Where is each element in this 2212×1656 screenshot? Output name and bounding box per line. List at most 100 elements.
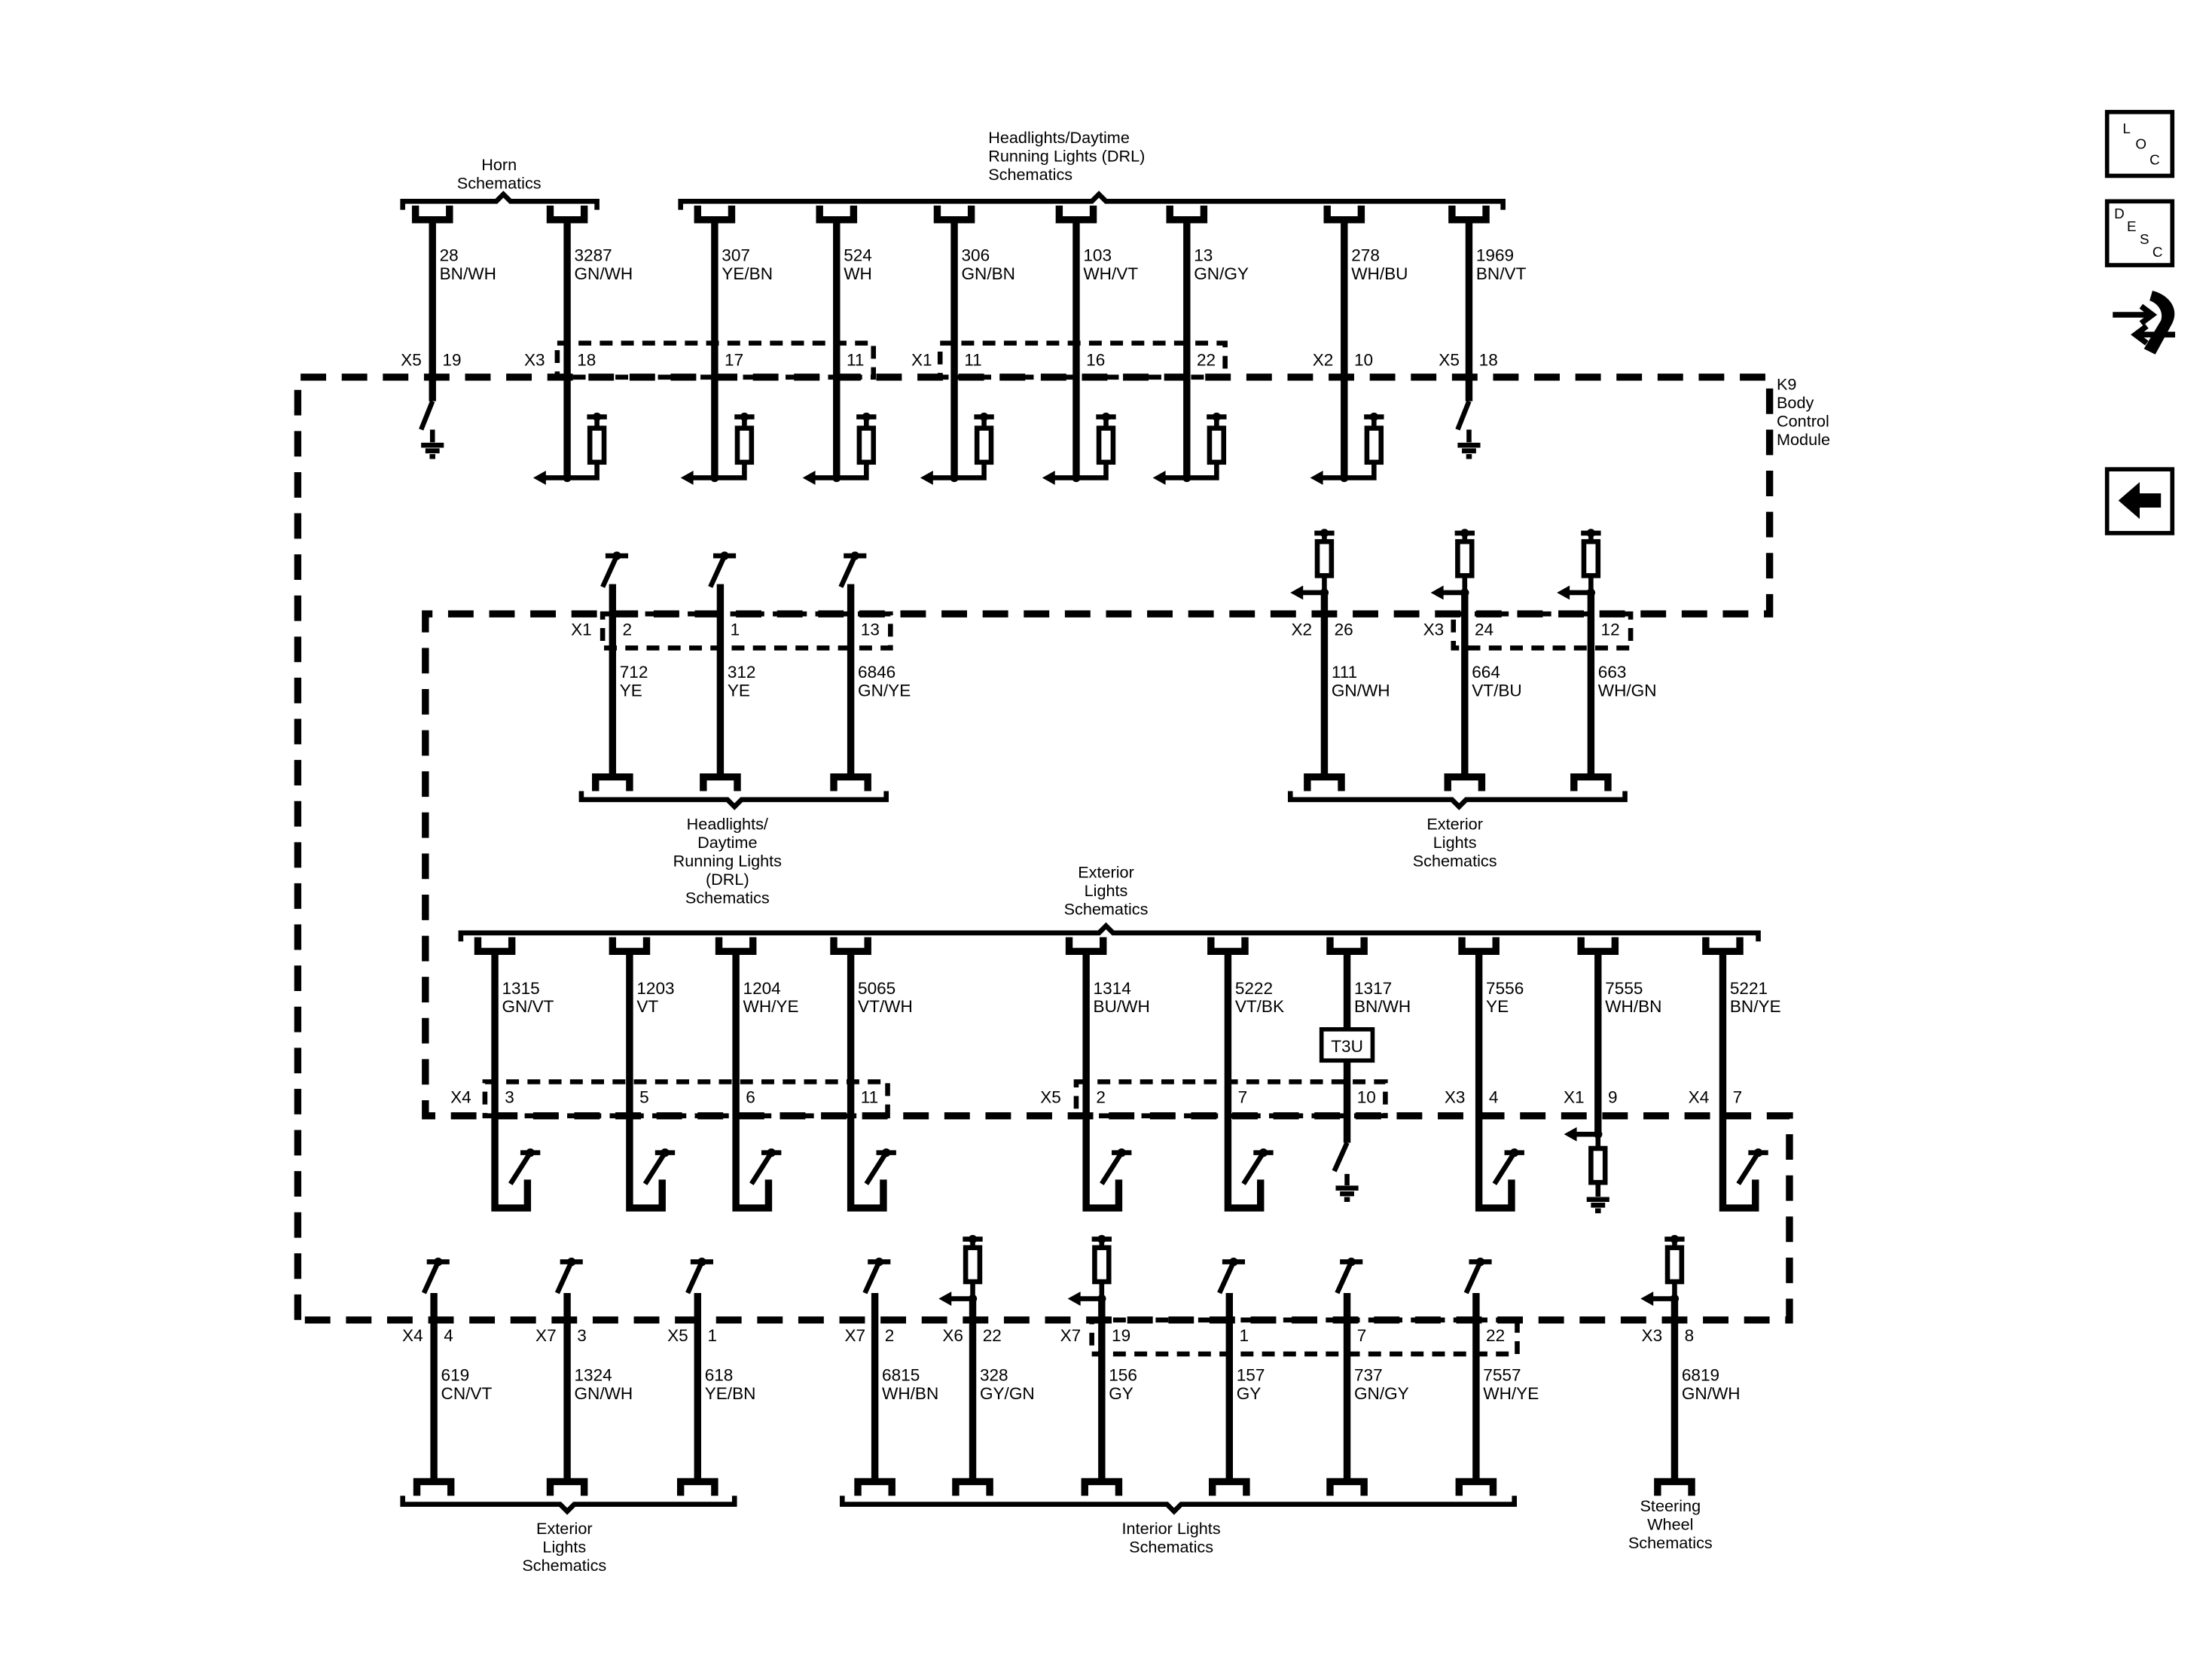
wrench-icon[interactable]: [2113, 290, 2176, 355]
group-label-exterior-row3: Exterior Lights Schematics: [1064, 862, 1149, 918]
pin-number: 3: [577, 1326, 587, 1345]
connector-id: X4: [450, 1088, 471, 1107]
circuit-number: 1324: [574, 1366, 612, 1385]
circuit-number: 712: [620, 663, 648, 682]
harness-connector-symbol: [413, 1478, 455, 1496]
svg-text:Schematics: Schematics: [522, 1556, 606, 1575]
wire-color: VT/BU: [1472, 681, 1522, 700]
brace-drl-top: [678, 191, 1506, 210]
circuit-number: 1317: [1354, 979, 1392, 998]
wire-color: YE/BN: [722, 264, 773, 283]
circuit-number: 103: [1083, 246, 1112, 264]
brace-exterior-row2: [1287, 791, 1628, 810]
circuit-number: 3287: [574, 246, 612, 264]
svg-text:C: C: [2149, 151, 2160, 167]
wire-color: BN/YE: [1730, 997, 1781, 1016]
pin-number: 2: [623, 620, 633, 639]
brace-exterior-row3: [458, 922, 1761, 942]
circuit-number: 664: [1472, 663, 1500, 682]
circuit-number: 278: [1351, 246, 1380, 264]
pin-number: 9: [1608, 1088, 1618, 1107]
svg-text:Exterior: Exterior: [1426, 814, 1483, 833]
circuit-number: 6846: [858, 663, 895, 682]
wire-color: WH/BN: [882, 1384, 938, 1403]
harness-connector-symbol: [546, 1478, 588, 1496]
switch-icon: [1736, 1150, 1768, 1185]
harness-connector-symbol: [830, 937, 871, 956]
wire: [1082, 951, 1123, 1212]
circuit-number: 13: [1194, 246, 1213, 264]
svg-text:(DRL): (DRL): [706, 870, 749, 889]
circuit-number: 1314: [1094, 979, 1131, 998]
svg-text:Schematics: Schematics: [457, 173, 542, 192]
circuit-number: 328: [980, 1366, 1008, 1385]
svg-text:Interior Lights: Interior Lights: [1122, 1519, 1221, 1538]
arrow-left-icon: [1067, 1292, 1081, 1306]
pin-number: 16: [1086, 351, 1105, 370]
harness-connector-symbol: [609, 937, 651, 956]
pin-number: 11: [861, 1088, 878, 1107]
ground-icon: [1586, 1197, 1609, 1214]
arrow-left-icon: [1557, 585, 1570, 600]
circuit-number: 7555: [1605, 979, 1643, 998]
wire-color: WH/YE: [743, 997, 799, 1016]
pin-number: 13: [861, 620, 880, 639]
svg-text:Lights: Lights: [542, 1538, 586, 1557]
back-arrow-icon[interactable]: [2104, 467, 2175, 535]
wire-color: YE: [728, 681, 750, 700]
arrow-left-icon: [1640, 1292, 1654, 1306]
group-label-steering-wheel: Steering Wheel Schematics: [1628, 1496, 1713, 1552]
harness-connector-symbol: [1166, 205, 1208, 224]
resistor-lead: [836, 462, 869, 480]
connector-id: X3: [1642, 1326, 1663, 1345]
wire: [491, 951, 532, 1212]
harness-connector-symbol: [1326, 1478, 1368, 1496]
pin-number: 7: [1357, 1326, 1367, 1345]
connector-id: X5: [1040, 1088, 1061, 1107]
connector-id: X5: [667, 1326, 688, 1345]
arrow-left-icon: [1152, 471, 1166, 485]
pin-number: 1: [1239, 1326, 1249, 1345]
resistor-lead: [954, 462, 987, 480]
pin-number: 11: [964, 351, 981, 370]
wire-color: GY: [1109, 1384, 1133, 1403]
harness-connector-symbol: [1458, 937, 1500, 956]
harness-connector-symbol: [830, 773, 871, 791]
connector-id: X3: [1445, 1088, 1466, 1107]
switch-icon: [1332, 1142, 1350, 1185]
wire: [626, 951, 666, 1212]
harness-connector-symbol: [546, 205, 588, 224]
svg-text:D: D: [2114, 206, 2125, 221]
arrow-left-icon: [1310, 471, 1323, 485]
wire-color: GN/WH: [1682, 1384, 1741, 1403]
resistor-icon: [1207, 425, 1227, 465]
wire: [847, 951, 887, 1212]
desc-button[interactable]: D E S C: [2104, 199, 2175, 267]
resistor-icon: [1664, 1245, 1685, 1285]
wire-color: WH/BN: [1605, 997, 1661, 1016]
svg-text:Schematics: Schematics: [685, 888, 770, 907]
loc-button[interactable]: L O C: [2104, 109, 2175, 178]
harness-connector-symbol: [1081, 1478, 1123, 1496]
connector-box-x7-row4: [1089, 1317, 1520, 1357]
wire-color: BN/WH: [440, 264, 496, 283]
resistor-icon: [974, 425, 994, 465]
resistor-icon: [734, 425, 755, 465]
wire: [732, 951, 773, 1212]
arrow-left-icon: [532, 471, 546, 485]
harness-connector-symbol: [694, 205, 736, 224]
circuit-number: 7556: [1486, 979, 1524, 998]
connector-id: X4: [402, 1326, 423, 1345]
wire-color: BU/WH: [1094, 997, 1150, 1016]
wire-color: WH/VT: [1083, 264, 1138, 283]
circuit-number: 663: [1598, 663, 1627, 682]
wire-color: GN/WH: [574, 1384, 633, 1403]
